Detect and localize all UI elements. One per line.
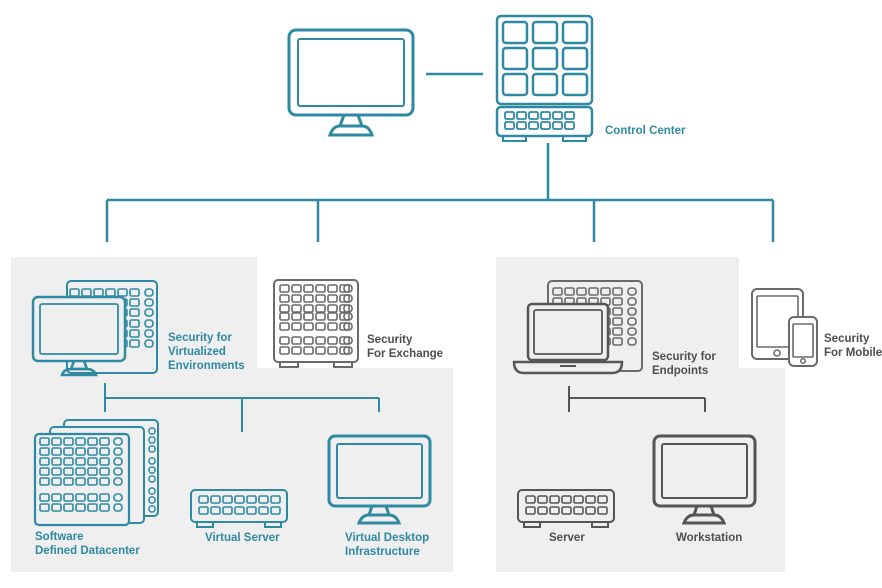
monitor-icon: [287, 28, 415, 137]
server-rack-icon: [273, 279, 359, 368]
server-switch-icon: [517, 489, 615, 528]
virtual-server-label: Virtual Server: [205, 532, 280, 544]
svg-text:Defined Datacenter: Defined Datacenter: [35, 545, 140, 557]
workstation-monitor-icon: [652, 434, 757, 525]
svg-text:Security: Security: [367, 334, 413, 346]
svg-text:Software: Software: [35, 531, 84, 543]
exchange-label: Security For Exchange: [367, 334, 443, 360]
mobile-label: Security For Mobile: [824, 333, 882, 359]
top-connectors: [105, 72, 775, 242]
svg-text:Environments: Environments: [168, 360, 245, 372]
svg-text:Virtualized: Virtualized: [168, 346, 226, 358]
svg-text:Virtual Desktop: Virtual Desktop: [345, 532, 429, 544]
endpoints-icon: [512, 280, 643, 375]
svg-text:Infrastructure: Infrastructure: [345, 546, 420, 558]
control-center-label: Control Center: [605, 125, 686, 137]
endpoints-label: Security for Endpoints: [652, 351, 716, 377]
datacenter-icon: [33, 419, 159, 527]
svg-text:Security for: Security for: [168, 332, 232, 344]
mobile-icon: [751, 288, 818, 367]
phone-icon: [788, 316, 818, 367]
vdi-monitor-icon: [327, 434, 432, 525]
svg-text:For Mobile: For Mobile: [824, 347, 882, 359]
endpoint-connectors: [568, 386, 706, 412]
datacenter-label: Software Defined Datacenter: [35, 531, 140, 557]
control-panel-icon: [495, 14, 594, 142]
svg-text:Security: Security: [824, 333, 870, 345]
server-label: Server: [549, 532, 585, 544]
vdi-label: Virtual Desktop Infrastructure: [345, 532, 429, 558]
svg-text:Endpoints: Endpoints: [652, 365, 708, 377]
laptop-icon: [512, 302, 624, 375]
svg-text:For Exchange: For Exchange: [367, 348, 443, 360]
virtualized-connectors: [104, 383, 380, 432]
workstation-label: Workstation: [676, 532, 742, 544]
switch-icon: [190, 489, 288, 528]
virtualized-label: Security for Virtualized Environments: [168, 332, 245, 372]
virtualized-icon: [31, 280, 158, 377]
svg-text:Security for: Security for: [652, 351, 716, 363]
